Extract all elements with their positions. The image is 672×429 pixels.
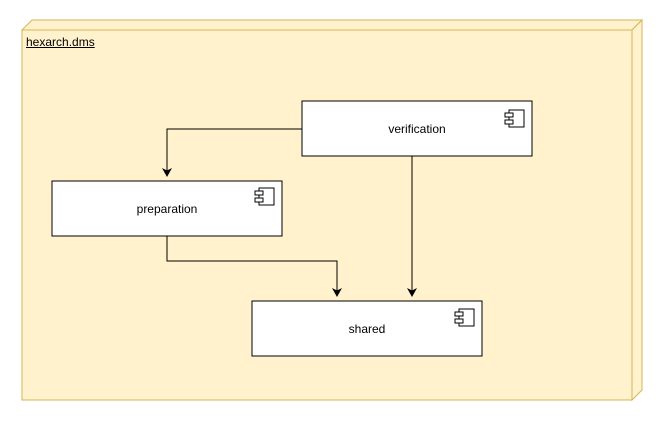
dependency-edges [162, 128, 417, 297]
component-box [51, 180, 283, 237]
component-shared[interactable] [251, 300, 483, 357]
component-label-shared: shared [348, 322, 386, 336]
package-side-face [631, 18, 643, 402]
component-label-preparation: preparation [136, 202, 198, 216]
component-preparation[interactable] [51, 180, 283, 237]
component-icon [454, 308, 475, 327]
component-label-verification: verification [388, 122, 446, 136]
edge-preparation-to-shared[interactable] [166, 236, 342, 297]
edge-verification-to-preparation[interactable] [162, 128, 302, 177]
package-name-label: hexarch.dms [26, 35, 95, 49]
component-icon [504, 109, 525, 128]
component-icon [254, 187, 275, 206]
component-box [251, 300, 483, 357]
component-box [301, 100, 533, 157]
component-verification[interactable] [301, 100, 533, 157]
package-top-face [20, 19, 644, 31]
